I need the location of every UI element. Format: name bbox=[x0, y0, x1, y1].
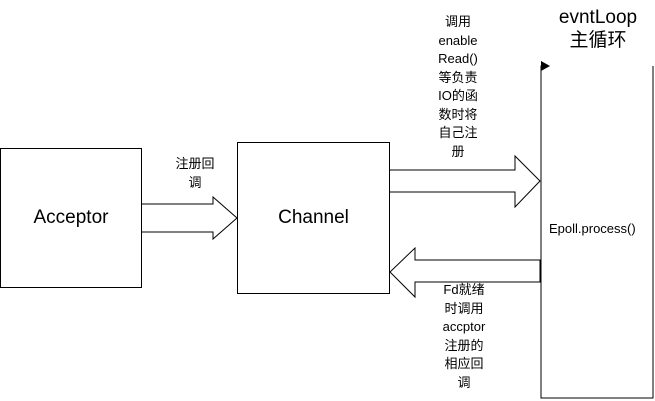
note-line: 册 bbox=[451, 143, 465, 159]
channel-box: Channel bbox=[237, 142, 390, 294]
note-line: Fd就绪 bbox=[443, 282, 485, 297]
loop-bracket-arrowhead bbox=[541, 61, 550, 71]
note-line: 时调用 bbox=[444, 300, 484, 316]
note-fd-ready: Fd就绪 时调用 accptor 注册的 相应回 调 bbox=[426, 281, 502, 392]
note-line: 调用 bbox=[444, 14, 471, 29]
channel-label: Channel bbox=[278, 207, 349, 228]
note-line: 注册的 bbox=[444, 337, 484, 353]
acceptor-label: Acceptor bbox=[33, 207, 109, 228]
arrow-loop-to-channel bbox=[389, 246, 541, 299]
note-line: 调 bbox=[457, 374, 471, 390]
note-register-callback: 注册回 调 bbox=[162, 155, 228, 192]
note-line: 调 bbox=[188, 174, 202, 190]
note-line: IO的函 bbox=[438, 88, 478, 103]
arrow-acceptor-to-channel bbox=[140, 195, 238, 241]
note-line: 相应回 bbox=[444, 356, 484, 371]
note-line: accptor bbox=[442, 319, 486, 334]
loop-title-line1: evntLoop bbox=[558, 7, 638, 28]
loop-title-line2: 主循环 bbox=[569, 30, 627, 51]
note-line: 自己注 bbox=[438, 125, 478, 140]
note-line: enable bbox=[438, 32, 478, 48]
note-line: 等负责 bbox=[438, 69, 478, 85]
note-line: 数时将 bbox=[438, 106, 478, 122]
note-enable-read: 调用 enable Read() 等负责 IO的函 数时将 自己注 册 bbox=[420, 13, 496, 161]
loop-process-label: Epoll.process() bbox=[549, 221, 636, 236]
loop-title: evntLoop 主循环 bbox=[548, 6, 648, 52]
arrow-channel-to-loop bbox=[388, 154, 541, 209]
note-line: Read() bbox=[438, 51, 478, 66]
acceptor-box: Acceptor bbox=[0, 148, 142, 288]
note-line: 注册回 bbox=[175, 156, 215, 171]
